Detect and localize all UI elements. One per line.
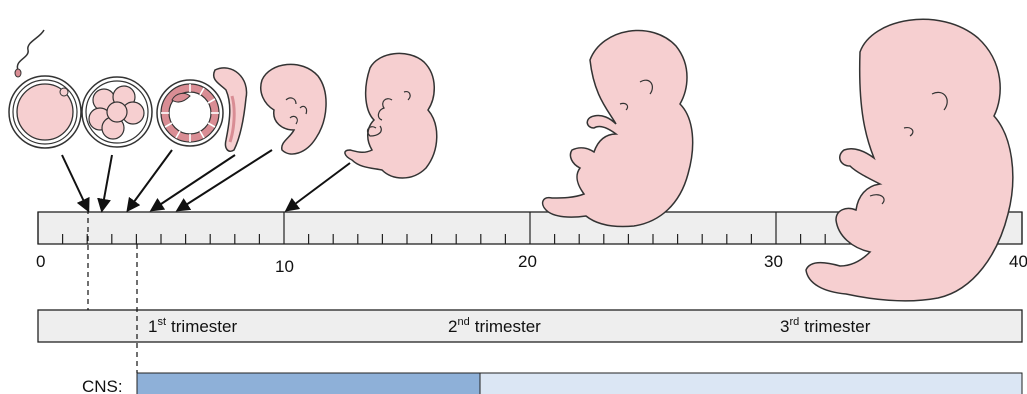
arrow-embryo — [287, 163, 350, 210]
scale-label-10: 10 — [275, 257, 294, 276]
fetus-icon — [543, 30, 693, 226]
cns-bar: CNS: — [82, 373, 1022, 394]
cns-bar-early — [137, 373, 480, 394]
embryo-curled-icon — [261, 64, 326, 154]
cns-label: CNS: — [82, 377, 123, 394]
morula-icon — [82, 77, 152, 147]
fetus-large-icon — [806, 19, 1013, 301]
blastocyst-icon — [157, 80, 223, 146]
arrow-embryo-curled — [178, 150, 272, 210]
scale-label-40: 40 — [1009, 252, 1027, 271]
scale-label-20: 20 — [518, 252, 537, 271]
scale-label-30: 30 — [764, 252, 783, 271]
scale-label-0: 0 — [36, 252, 45, 271]
arrow-morula — [102, 155, 112, 210]
embryo-icon — [345, 53, 437, 178]
oocyte-icon — [9, 30, 81, 148]
cns-bar-late — [480, 373, 1022, 394]
arrow-oocyte — [62, 155, 88, 210]
